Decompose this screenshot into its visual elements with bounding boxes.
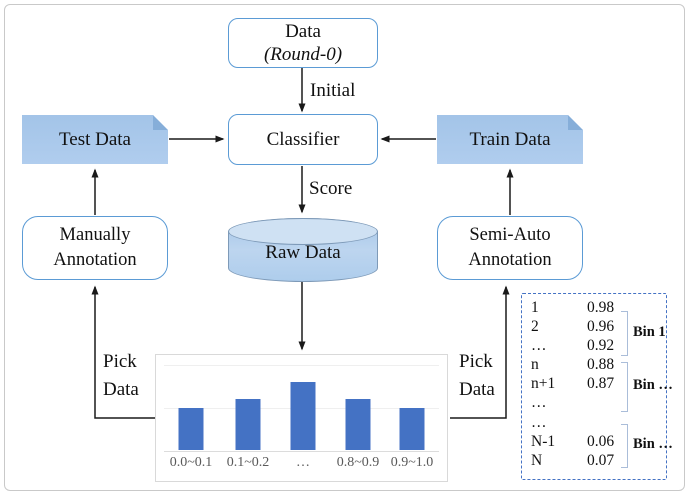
- edge-label-pick-data-left: Pick Data: [103, 348, 139, 404]
- histogram: 0.0~0.1 0.1~0.2 … 0.8~0.9 0.9~1.0: [156, 355, 447, 481]
- node-classifier: Classifier: [228, 114, 378, 165]
- node-train-data-label: Train Data: [469, 128, 551, 150]
- pick-right-line2: Data: [459, 379, 495, 400]
- cylinder-lid: [228, 218, 378, 245]
- pick-left-line2: Data: [103, 379, 139, 400]
- semi-auto-annotation-line1: Semi-Auto: [469, 225, 551, 245]
- histogram-x-label: 0.1~0.2: [226, 455, 270, 470]
- manual-annotation-line2: Annotation: [53, 250, 137, 270]
- edge-label-score: Score: [309, 178, 353, 199]
- node-raw-data-cylinder: Raw Data: [228, 218, 378, 282]
- histogram-x-label: 0.9~1.0: [390, 455, 434, 470]
- node-classifier-label: Classifier: [266, 129, 340, 150]
- edge-label-pick-data-right: Pick Data: [459, 348, 495, 404]
- manual-annotation-line1: Manually: [59, 225, 131, 245]
- histogram-bar: [235, 399, 261, 450]
- node-data-round0: Data (Round-0): [228, 18, 378, 68]
- histogram-x-label: 0.0~0.1: [169, 455, 213, 470]
- bin-label-3: Bin …: [633, 436, 673, 452]
- pick-left-line1: Pick: [103, 351, 137, 372]
- node-manual-annotation: Manually Annotation: [22, 216, 168, 280]
- node-raw-data-label: Raw Data: [265, 242, 341, 263]
- bin-row: …: [531, 394, 547, 412]
- node-semi-auto-annotation: Semi-Auto Annotation: [437, 216, 583, 280]
- bin-bracket-2: [621, 362, 628, 412]
- histogram-bar: [290, 382, 316, 450]
- x-axis-line: [164, 451, 439, 452]
- histogram-bar: [399, 408, 425, 450]
- node-test-data-label: Test Data: [58, 128, 131, 150]
- bin-row: …0.92: [531, 337, 615, 355]
- node-train-data: Train Data: [437, 115, 583, 164]
- bin-bracket-3: [621, 424, 628, 468]
- gridline: [164, 365, 439, 366]
- histogram-x-label: 0.8~0.9: [336, 455, 380, 470]
- node-data-subtitle: (Round-0): [263, 44, 343, 65]
- bin-row: …: [531, 413, 547, 431]
- edge-label-initial: Initial: [310, 80, 356, 101]
- semi-auto-annotation-line2: Annotation: [468, 250, 552, 270]
- bin-bracket-1: [621, 311, 628, 356]
- histogram-bar: [345, 399, 371, 450]
- node-test-data: Test Data: [22, 115, 168, 164]
- figure-border: [4, 4, 685, 491]
- pick-right-line1: Pick: [459, 351, 493, 372]
- bin-label-2: Bin …: [633, 377, 673, 393]
- bin-label-1: Bin 1: [633, 324, 666, 340]
- node-data-title: Data: [285, 21, 321, 42]
- histogram-bar: [178, 408, 204, 450]
- histogram-x-label: …: [296, 455, 310, 470]
- histogram-panel: 0.0~0.1 0.1~0.2 … 0.8~0.9 0.9~1.0: [155, 354, 448, 482]
